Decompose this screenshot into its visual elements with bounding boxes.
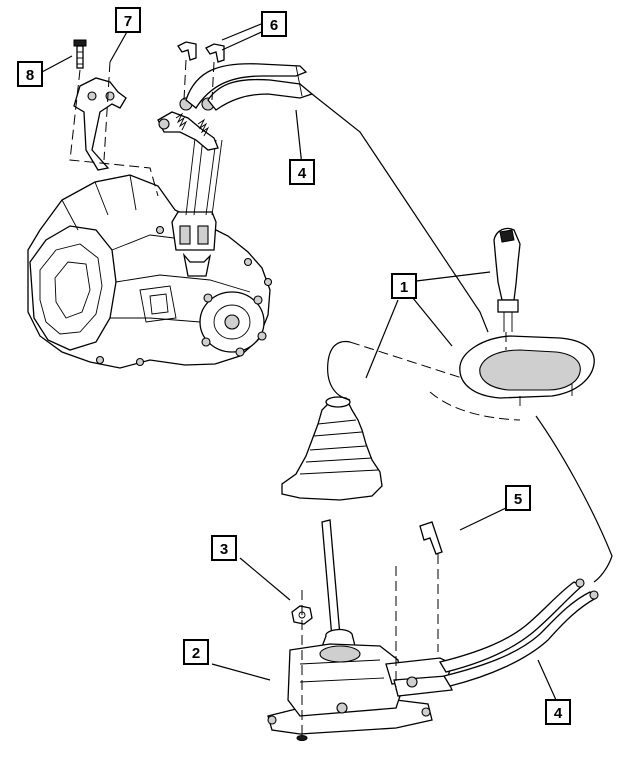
transmission-assembly [27, 174, 273, 369]
callout-8: 8 [17, 61, 43, 87]
cable-ends-upper [157, 97, 223, 216]
callout-2: 2 [183, 639, 209, 665]
callout-4-upper-label: 4 [298, 165, 307, 182]
callout-5: 5 [505, 485, 531, 511]
shift-cables-lower [438, 578, 599, 687]
retaining-clip [419, 521, 443, 555]
callout-6: 6 [261, 11, 287, 37]
callout-8-label: 8 [26, 67, 34, 84]
callout-4-upper: 4 [289, 159, 315, 185]
bracket-bolt [73, 39, 87, 69]
callout-1: 1 [391, 273, 417, 299]
callout-4-lower: 4 [545, 699, 571, 725]
callout-3-label: 3 [220, 541, 228, 558]
callout-7: 7 [115, 7, 141, 33]
callout-4-lower-label: 4 [554, 705, 563, 722]
callout-6-label: 6 [270, 17, 278, 34]
gearshift-mechanism [267, 519, 453, 735]
shift-knob [493, 227, 521, 332]
shift-boot [281, 396, 383, 501]
callout-leaders [41, 21, 557, 701]
spring-right [197, 118, 210, 137]
callout-5-label: 5 [514, 491, 522, 508]
cable-clips [177, 41, 225, 63]
cable-bracket [73, 77, 127, 171]
callout-1-label: 1 [400, 279, 408, 296]
shifter-bezel [459, 335, 595, 406]
callout-7-label: 7 [124, 13, 132, 30]
routing-lines [69, 59, 613, 736]
callout-2-label: 2 [192, 645, 200, 662]
callout-3: 3 [211, 535, 237, 561]
spring-left [175, 112, 188, 131]
